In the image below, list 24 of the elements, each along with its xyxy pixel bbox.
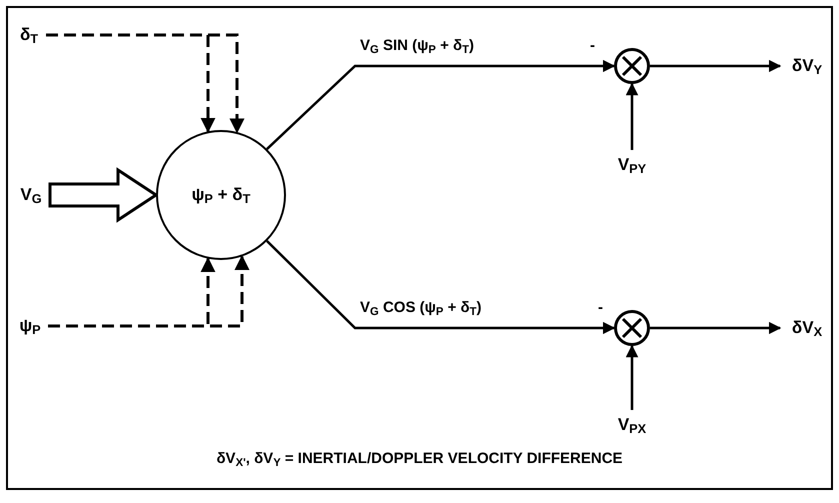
caption: δV$_{X'}$, δV$_{Y}$ = INERTIAL/DOPPLER VELOCITY DIFFERENCE	[216, 449, 623, 470]
summing-junction	[614, 310, 650, 346]
symbol-text: ψ$_{P}$	[19, 315, 41, 339]
hollow-arrow	[48, 167, 159, 223]
symbol-text: δV$_{Y}$	[792, 55, 822, 79]
dashed-arrow	[46, 34, 244, 134]
sign-label: -	[590, 37, 595, 54]
symbol-text: ψ$_{P}$ + δ$_{T}$	[192, 184, 250, 208]
edge-label: V$_{G}$ COS (ψ$_{P}$ + δ$_{T}$)	[360, 299, 482, 316]
symbol-text: V$_{G}$	[20, 184, 42, 208]
symbol-text: V$_{PX}$	[618, 414, 646, 438]
arrow	[650, 322, 782, 334]
sign-label: -	[598, 299, 603, 316]
edge-label: V$_{G}$ SIN (ψ$_{P}$ + δ$_{T}$)	[360, 37, 474, 54]
arrow	[650, 60, 782, 72]
summing-junction	[614, 48, 650, 84]
dashed-arrow	[48, 255, 250, 328]
symbol-text: V$_{PY}$	[618, 154, 646, 178]
arrow	[266, 240, 616, 334]
arrow	[626, 82, 638, 150]
symbol-text: δ$_{T}$	[20, 24, 38, 48]
arrow	[626, 344, 638, 410]
symbol-text: δV$_{X}$	[792, 317, 822, 341]
arrow	[266, 60, 616, 150]
